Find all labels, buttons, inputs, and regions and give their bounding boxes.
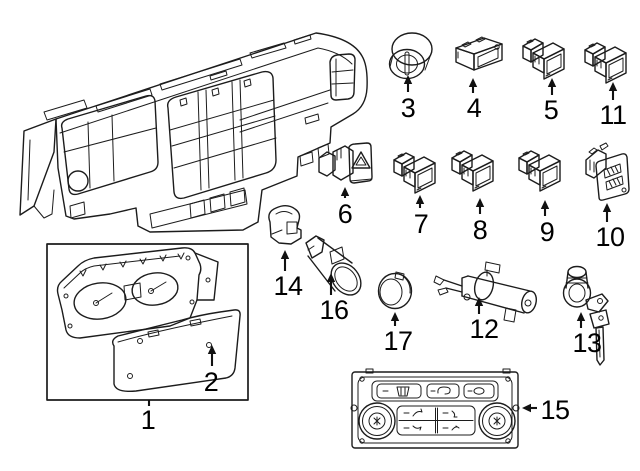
callout-15-label: 15 (540, 395, 570, 425)
part-6-hazard-switch-drawing (318, 142, 373, 184)
callout-10-label: 10 (595, 222, 625, 252)
callout-2-arrow (207, 345, 217, 366)
part-9-switch-drawing (518, 150, 561, 192)
part-13-lock-cylinder-key-drawing (562, 265, 610, 366)
part-8-switch-drawing (451, 150, 494, 192)
callout-2-label: 2 (203, 367, 219, 397)
callout-10-arrow (602, 203, 612, 222)
instrument-panel-drawing (19, 32, 368, 233)
callout-4-arrow (468, 78, 478, 93)
callout-11-arrow (608, 82, 618, 100)
callout-8-arrow (475, 198, 485, 214)
callout-5-label: 5 (543, 95, 559, 125)
callout-3-arrow (403, 75, 413, 92)
callout-7-label: 7 (413, 209, 429, 239)
callout-16-label: 16 (319, 295, 349, 325)
callout-16-arrow (326, 273, 336, 295)
part-11-switch-drawing (584, 42, 627, 84)
part-5-switch-drawing (522, 38, 565, 80)
callout-1-label: 1 (140, 405, 156, 435)
callout-17-label: 17 (383, 326, 413, 356)
part-7-switch-drawing (393, 152, 436, 194)
callout-5-arrow (547, 78, 557, 95)
callout-12-label: 12 (469, 314, 499, 344)
callout-6-label: 6 (337, 199, 353, 229)
part-14-cover-cap-drawing (268, 205, 302, 245)
callout-6-arrow (340, 187, 350, 198)
callout-8-label: 8 (472, 215, 488, 245)
callout-14-label: 14 (273, 271, 303, 301)
callout-17-arrow (390, 312, 400, 326)
callout-arrows (147, 75, 618, 413)
callout-13-arrow (576, 312, 586, 328)
callout-3-label: 3 (400, 93, 416, 123)
callout-14-arrow (280, 250, 290, 271)
callout-13-label: 13 (572, 328, 602, 358)
part-12-ignition-housing-drawing (433, 261, 537, 323)
part-4-switch-drawing (455, 36, 503, 71)
callout-4-label: 4 (466, 93, 482, 123)
part-16-power-outlet-drawing (305, 235, 362, 296)
part-3-control-knob-drawing (388, 32, 433, 80)
callout-7-arrow (415, 195, 425, 208)
callout-11-label: 11 (599, 100, 627, 130)
part-1-cluster-group (46, 243, 249, 401)
callout-9-arrow (540, 200, 550, 216)
part-10-switch-drawing (585, 142, 630, 201)
callout-12-arrow (474, 297, 484, 314)
callout-9-label: 9 (539, 217, 555, 247)
callout-15-arrow (522, 403, 537, 413)
part-15-climate-control-drawing (350, 368, 520, 449)
part-2-cluster-lens-drawing (111, 309, 241, 393)
part-17-round-switch-drawing (377, 271, 413, 310)
